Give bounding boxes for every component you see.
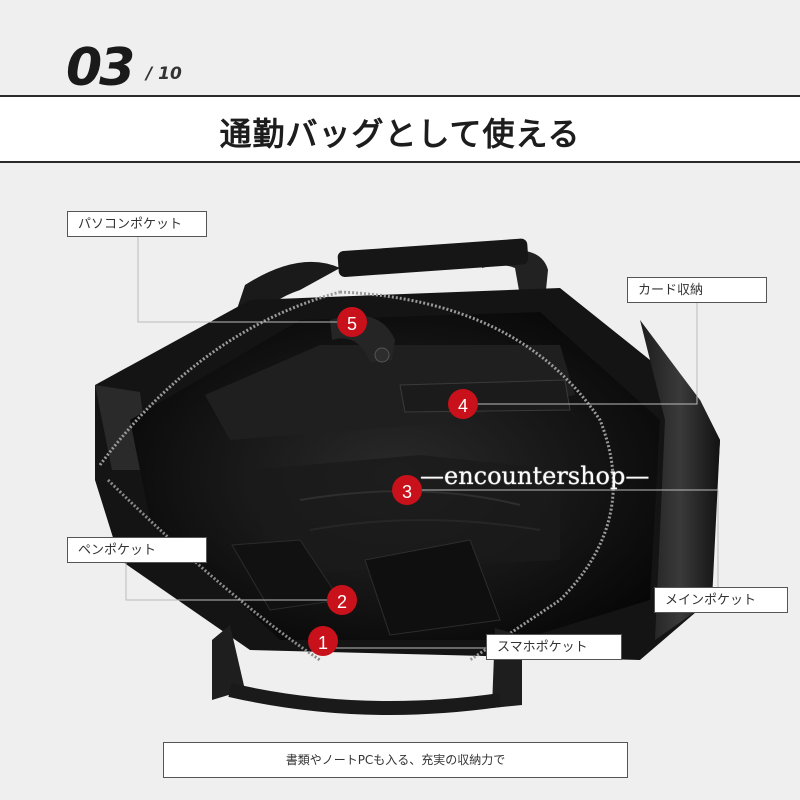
page-number-current: 03 (66, 38, 135, 98)
marker-1: 1 (308, 626, 338, 656)
card-slot (399, 379, 571, 413)
callout-main-pocket: メインポケット (654, 587, 788, 613)
marker-3: 3 (392, 475, 422, 505)
leader-main (418, 489, 719, 600)
zipper-right (339, 290, 615, 662)
marker-2-label: 2 (337, 592, 347, 612)
shop-watermark: —encountershop— (420, 462, 650, 490)
marker-2: 2 (327, 585, 357, 615)
marker-4: 4 (448, 389, 478, 419)
zipper-left (98, 290, 341, 466)
callout-pen-pocket: ペンポケット (67, 537, 207, 563)
bottom-handle-left (212, 625, 245, 700)
marker-5: 5 (337, 307, 367, 337)
page-number-total: / 10 (146, 64, 182, 84)
callout-card-storage: カード収納 (627, 277, 767, 303)
laptop-pocket-panel (205, 345, 575, 440)
leader-card (475, 290, 698, 405)
phone-pocket (364, 539, 501, 636)
marker-4-label: 4 (458, 396, 468, 416)
callout-phone-pocket: スマホポケット (486, 634, 622, 660)
caption-box: 書類やノートPCも入る、充実の収納力で (163, 742, 628, 778)
leader-pc (137, 226, 350, 323)
marker-3-label: 3 (402, 482, 412, 502)
callout-pc-pocket: パソコンポケット (67, 211, 207, 237)
bag-interior-photo: 5 4 3 2 1 (95, 226, 720, 715)
page-title: 通勤バッグとして使える (219, 115, 581, 153)
title-band: 通勤バッグとして使える (0, 95, 800, 163)
leader-pen (125, 562, 335, 601)
marker-5-label: 5 (347, 314, 357, 334)
marker-1-label: 1 (318, 633, 328, 653)
